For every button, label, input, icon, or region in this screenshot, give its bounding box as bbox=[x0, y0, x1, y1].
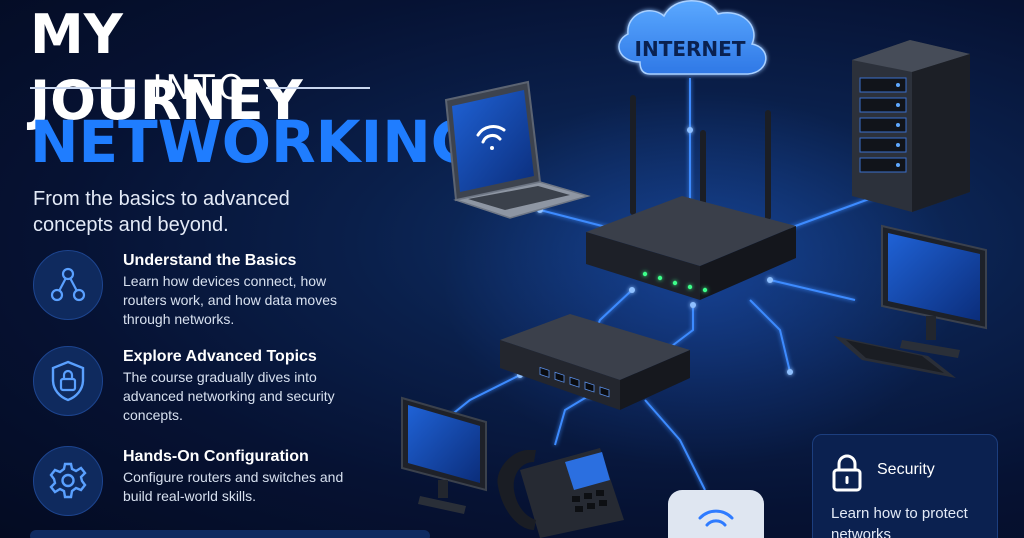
wifi-icon bbox=[476, 125, 506, 150]
gear-icon bbox=[33, 446, 103, 516]
internet-cloud bbox=[618, 0, 767, 75]
link-server-router bbox=[789, 194, 881, 229]
access-point bbox=[668, 490, 764, 538]
monitor bbox=[401, 396, 487, 514]
title-line-1: MY JOURNEY bbox=[30, 3, 303, 132]
link-laptop-router bbox=[539, 209, 611, 229]
link-switch-phone bbox=[554, 394, 591, 446]
feature-title: Explore Advanced Topics bbox=[123, 348, 317, 365]
title-divider-left bbox=[30, 87, 135, 89]
feature-description: The course gradually dives into advanced… bbox=[123, 369, 335, 423]
link-router-desktop bbox=[769, 279, 856, 301]
feature-description: Learn how devices connect, how routers w… bbox=[123, 273, 337, 327]
title-word-into: INTO bbox=[152, 68, 248, 108]
network-switch bbox=[500, 314, 690, 410]
link-router-drop bbox=[749, 299, 791, 373]
title-divider-right bbox=[265, 87, 370, 89]
title-line-2: INTO bbox=[30, 66, 370, 110]
lock-icon bbox=[831, 453, 863, 498]
desktop-computer bbox=[834, 224, 987, 378]
link-switch-ap bbox=[644, 399, 706, 491]
security-title: Security bbox=[877, 461, 935, 478]
bottom-strip bbox=[30, 530, 430, 538]
router bbox=[586, 95, 796, 300]
feature-basics: Understand the Basics Learn how devices … bbox=[33, 250, 403, 340]
feature-description: Configure routers and switches and build… bbox=[123, 469, 344, 504]
feature-title: Understand the Basics bbox=[123, 252, 297, 269]
ip-phone bbox=[497, 448, 624, 538]
security-card: Security Learn how to protect networks bbox=[812, 434, 998, 538]
cloud-label: INTERNET bbox=[635, 37, 746, 61]
security-description: Learn how to protect networks bbox=[831, 505, 968, 538]
feature-hands-on: Hands-On Configuration Configure routers… bbox=[33, 446, 403, 536]
feature-advanced: Explore Advanced Topics The course gradu… bbox=[33, 346, 403, 436]
shield-lock-icon bbox=[33, 346, 103, 416]
network-nodes-icon bbox=[33, 250, 103, 320]
feature-title: Hands-On Configuration bbox=[123, 448, 309, 465]
subtitle: From the basics to advanced concepts and… bbox=[33, 188, 290, 236]
server-tower bbox=[852, 40, 970, 212]
laptop bbox=[444, 80, 591, 219]
